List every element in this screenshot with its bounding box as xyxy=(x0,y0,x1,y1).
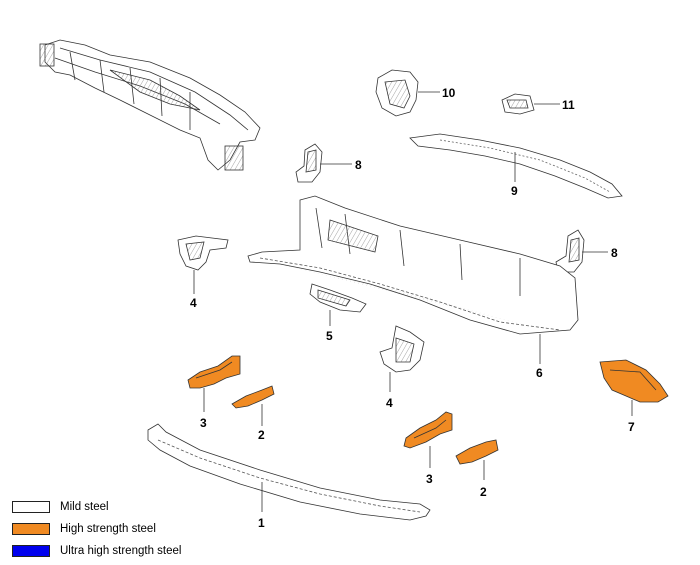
part-5-reinforcement xyxy=(309,283,367,326)
callout-4-middle: 4 xyxy=(386,396,393,410)
callout-2-right: 2 xyxy=(480,485,487,499)
legend-label: High strength steel xyxy=(60,523,156,535)
part-6-cowl-panel xyxy=(247,195,579,364)
legend-item-high-strength-steel: High strength steel xyxy=(12,518,181,540)
callout-2-left: 2 xyxy=(258,428,265,442)
part-3-member-left xyxy=(187,355,241,412)
part-8-bracket-left xyxy=(295,143,352,183)
part-2-member-left xyxy=(231,385,275,426)
part-9-upper-member xyxy=(409,133,623,199)
legend: Mild steel High strength steel Ultra hig… xyxy=(12,496,181,562)
legend-label: Mild steel xyxy=(60,501,109,513)
part-4-bracket-middle xyxy=(379,325,425,392)
part-4-bracket-upper xyxy=(177,235,229,294)
callout-1: 1 xyxy=(258,516,265,530)
callout-9: 9 xyxy=(511,184,518,198)
callout-7: 7 xyxy=(628,420,635,434)
callout-6: 6 xyxy=(536,366,543,380)
callout-11: 11 xyxy=(562,98,575,112)
part-11-bracket xyxy=(501,93,560,115)
legend-item-ultra-high-strength-steel: Ultra high strength steel xyxy=(12,540,181,562)
callout-8-left: 8 xyxy=(355,158,362,172)
callout-5: 5 xyxy=(326,329,333,343)
legend-swatch-ultra-high-strength-steel xyxy=(12,545,50,557)
part-10-bracket xyxy=(375,69,440,117)
part-8-bracket-right xyxy=(555,229,608,273)
legend-label: Ultra high strength steel xyxy=(60,545,182,557)
part-3-member-right xyxy=(403,411,453,468)
assembly-overview xyxy=(39,39,261,171)
callout-3-right: 3 xyxy=(426,472,433,486)
callout-10: 10 xyxy=(442,86,456,100)
legend-item-mild-steel: Mild steel xyxy=(12,496,181,518)
part-2-member-right xyxy=(455,439,499,480)
callout-8-right: 8 xyxy=(611,246,618,260)
callout-4-upper: 4 xyxy=(190,296,197,310)
part-7-side-panel xyxy=(599,359,669,416)
callout-3-left: 3 xyxy=(200,416,207,430)
legend-swatch-high-strength-steel xyxy=(12,523,50,535)
part-1-lower-panel xyxy=(147,423,431,521)
legend-swatch-mild-steel xyxy=(12,501,50,513)
